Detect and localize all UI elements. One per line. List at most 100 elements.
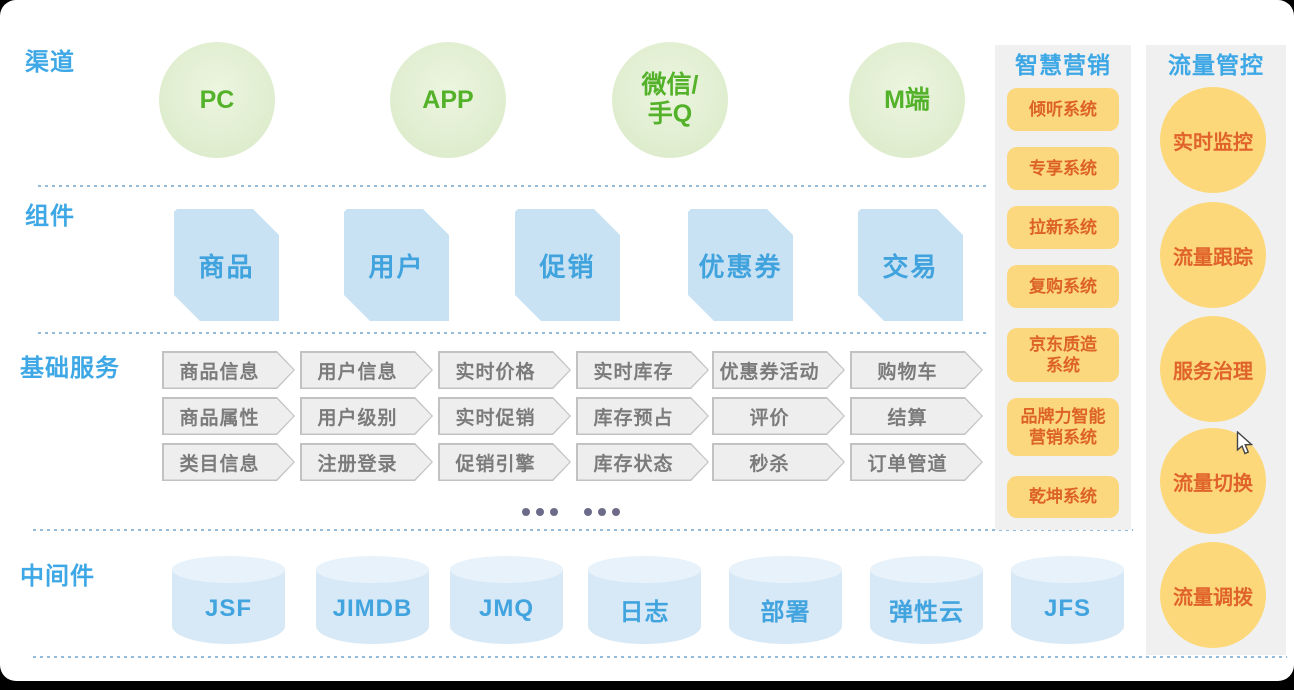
ellipsis-dots xyxy=(522,508,558,516)
middleware-label: 弹性云 xyxy=(889,598,964,626)
service-label: 实时价格 xyxy=(455,361,536,383)
cylinder-cap xyxy=(172,556,285,583)
service-node: 订单管道 xyxy=(850,443,983,481)
arrow-shape-fill xyxy=(164,445,294,480)
middleware-node-deploy: 部署 xyxy=(729,556,842,644)
service-node: 商品属性 xyxy=(162,397,295,435)
marketing-node-exclusive: 专享系统 xyxy=(1007,147,1119,190)
service-node: 结算 xyxy=(850,397,983,435)
separator-line xyxy=(33,656,1287,658)
service-label: 实时库存 xyxy=(593,361,674,383)
service-node: 用户信息 xyxy=(300,351,433,389)
service-node: 优惠券活动 xyxy=(712,351,845,389)
arrow-shape-fill xyxy=(578,445,708,480)
component-node-user: 用户 xyxy=(344,209,449,321)
component-node-promotion: 促销 xyxy=(515,209,620,321)
service-label: 库存预占 xyxy=(593,407,674,429)
service-node: 实时价格 xyxy=(438,351,571,389)
middleware-node-jfs: JFS xyxy=(1011,556,1124,644)
channel-node-app: APP xyxy=(390,42,506,158)
service-label: 用户级别 xyxy=(317,407,398,429)
arrow-shape-fill xyxy=(302,353,432,388)
panel-title-traffic-control: 流量管控 xyxy=(1168,52,1264,78)
service-label: 类目信息 xyxy=(179,453,260,475)
section-label-components: 组件 xyxy=(25,203,75,230)
arrow-shape-fill xyxy=(714,353,844,388)
marketing-node-repurchase: 复购系统 xyxy=(1007,265,1119,308)
middleware-label: 日志 xyxy=(619,598,670,626)
service-node: 类目信息 xyxy=(162,443,295,481)
marketing-node-brand-ai: 品牌力智能 营销系统 xyxy=(1007,398,1119,456)
service-label: 库存状态 xyxy=(593,453,674,475)
service-label: 评价 xyxy=(749,407,790,429)
channel-node-pc: PC xyxy=(159,42,275,158)
middleware-label: JIMDB xyxy=(332,595,413,622)
middleware-node-jmq: JMQ xyxy=(450,556,563,644)
separator-line xyxy=(38,185,986,187)
dot xyxy=(612,508,620,516)
arrow-shape-fill xyxy=(440,353,570,388)
service-node: 库存预占 xyxy=(576,397,709,435)
arrow-shape-fill xyxy=(578,399,708,434)
arrow-shape-fill xyxy=(714,399,844,434)
ellipsis-dots xyxy=(584,508,620,516)
middleware-node-jimdb: JIMDB xyxy=(316,556,429,644)
separator-line xyxy=(33,529,1133,531)
cylinder-cap xyxy=(450,556,563,583)
marketing-node-acquisition: 拉新系统 xyxy=(1007,206,1119,249)
dot xyxy=(522,508,530,516)
middleware-node-elastic-cloud: 弹性云 xyxy=(870,556,983,644)
section-label-channels: 渠道 xyxy=(25,49,75,76)
traffic-node-realtime-monitor: 实时监控 xyxy=(1160,87,1266,193)
service-label: 实时促销 xyxy=(455,407,536,429)
middleware-label: JSF xyxy=(204,595,252,622)
traffic-node-traffic-switch: 流量切换 xyxy=(1160,428,1266,534)
arrow-shape-fill xyxy=(440,445,570,480)
middleware-label: JMQ xyxy=(478,595,534,622)
arrow-shape-fill xyxy=(714,445,844,480)
service-label: 商品信息 xyxy=(179,361,260,383)
cylinder-cap xyxy=(729,556,842,583)
arrow-shape-fill xyxy=(440,399,570,434)
service-node: 实时库存 xyxy=(576,351,709,389)
middleware-label: JFS xyxy=(1043,595,1091,622)
component-node-product: 商品 xyxy=(174,209,279,321)
arrow-shape-fill xyxy=(302,445,432,480)
marketing-node-qiankun: 乾坤系统 xyxy=(1007,476,1119,518)
channel-node-wechat: 微信/ 手Q xyxy=(612,42,728,158)
cylinder-cap xyxy=(588,556,701,583)
dot xyxy=(550,508,558,516)
service-label: 结算 xyxy=(887,407,928,429)
middleware-node-log: 日志 xyxy=(588,556,701,644)
arrow-shape-fill xyxy=(164,353,294,388)
separator-line xyxy=(38,332,986,334)
service-label: 购物车 xyxy=(877,361,938,383)
traffic-node-traffic-trace: 流量跟踪 xyxy=(1160,202,1266,308)
component-node-coupon: 优惠券 xyxy=(688,209,793,321)
service-node: 用户级别 xyxy=(300,397,433,435)
middleware-node-jsf: JSF xyxy=(172,556,285,644)
service-label: 秒杀 xyxy=(749,453,790,475)
component-node-trade: 交易 xyxy=(858,209,963,321)
service-node: 库存状态 xyxy=(576,443,709,481)
service-label: 用户信息 xyxy=(317,361,398,383)
service-node: 评价 xyxy=(712,397,845,435)
traffic-node-service-governance: 服务治理 xyxy=(1160,316,1266,422)
dot xyxy=(536,508,544,516)
arrow-shape-fill xyxy=(852,353,982,388)
middleware-label: 部署 xyxy=(760,598,811,626)
arrow-shape-fill xyxy=(578,353,708,388)
service-node: 秒杀 xyxy=(712,443,845,481)
marketing-node-jd-quality: 京东质造 系统 xyxy=(1007,328,1119,382)
service-node: 实时促销 xyxy=(438,397,571,435)
service-label: 商品属性 xyxy=(179,407,260,429)
cylinder-cap xyxy=(1011,556,1124,583)
cylinder-cap xyxy=(316,556,429,583)
channel-node-m: M端 xyxy=(849,42,965,158)
service-label: 订单管道 xyxy=(867,453,948,475)
dot xyxy=(598,508,606,516)
section-label-services: 基础服务 xyxy=(20,355,120,382)
dot xyxy=(584,508,592,516)
